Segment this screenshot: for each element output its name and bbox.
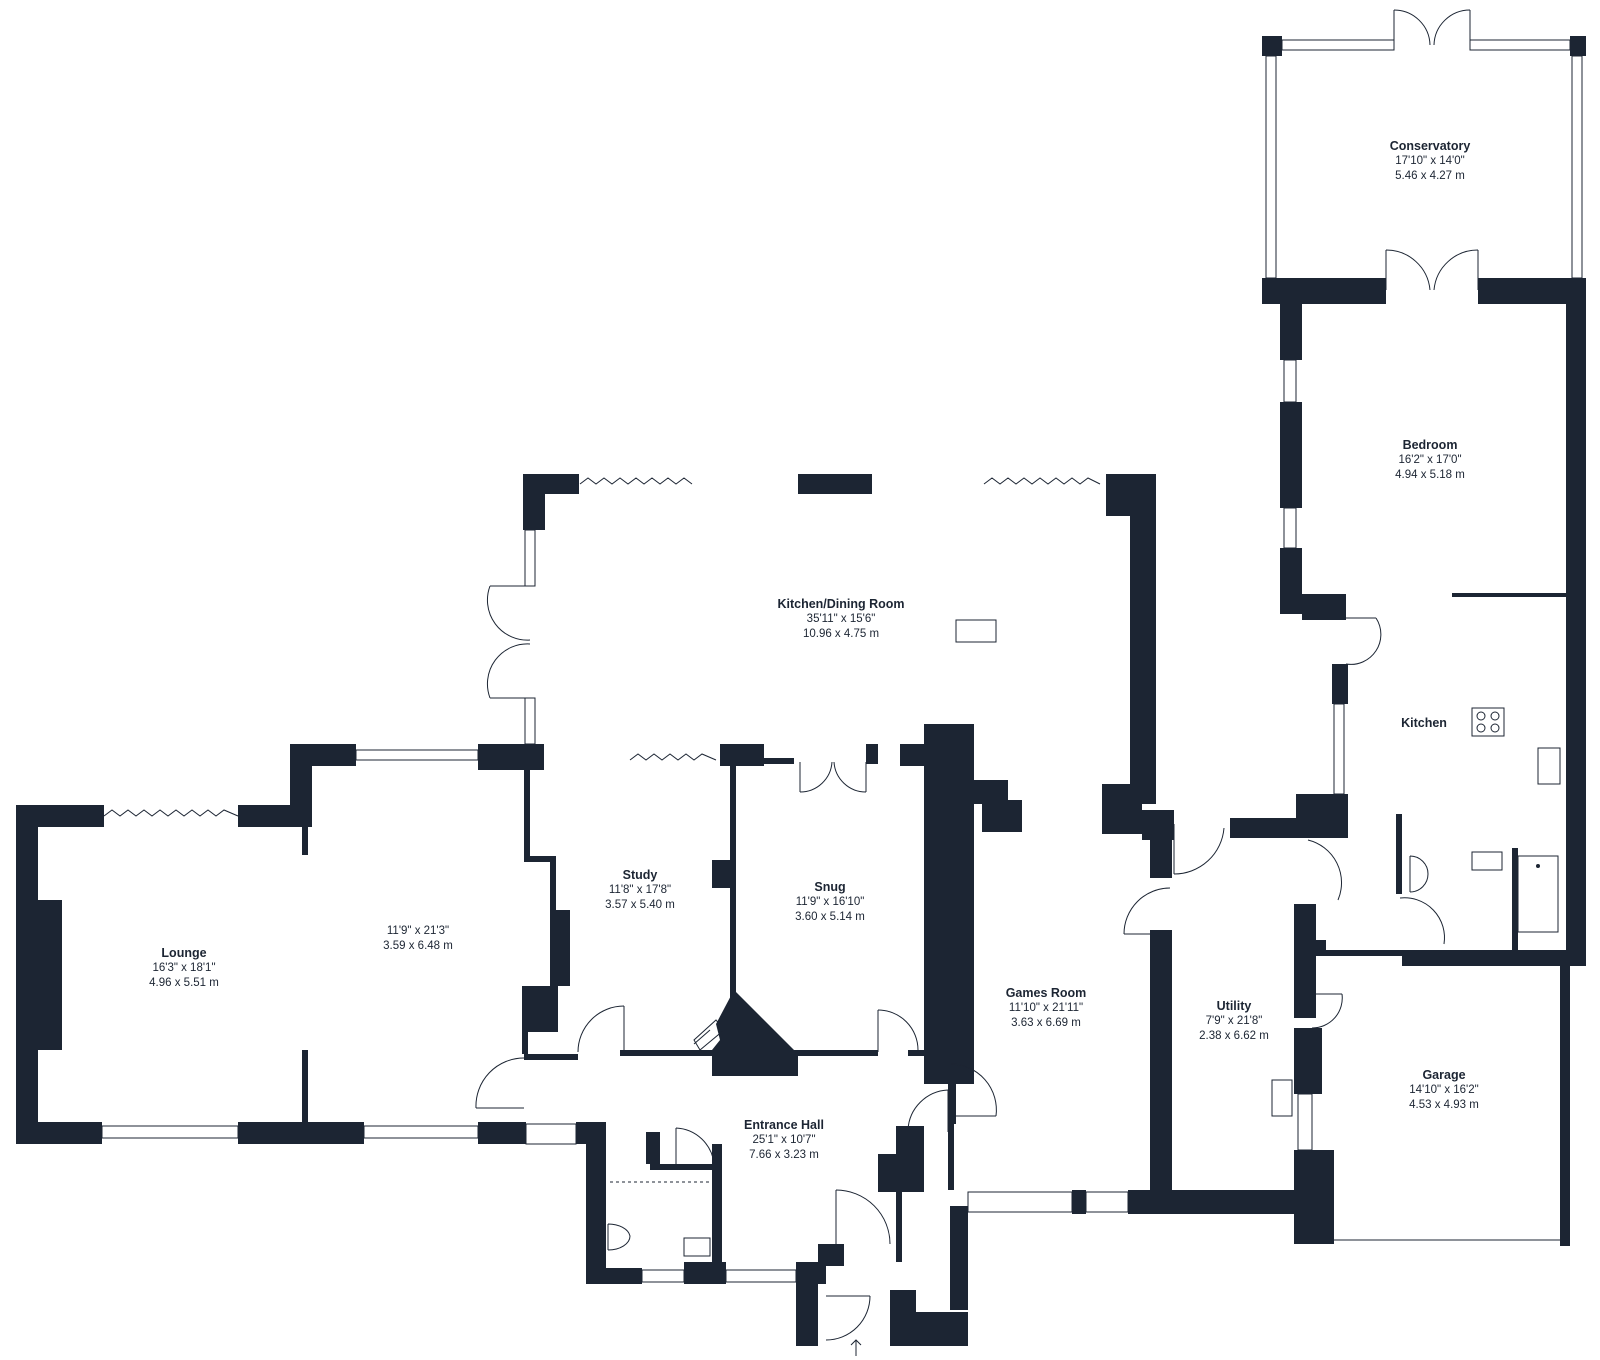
room-imperial: 16'2" x 17'0" — [1398, 454, 1462, 466]
hob-icon — [1471, 707, 1505, 737]
study-walls — [522, 744, 764, 1066]
room-label-utility: Utility 7'9" x 21'8" 2.38 x 6.62 m — [1199, 999, 1269, 1044]
room-imperial: 35'11" x 15'6" — [806, 613, 876, 625]
room-metric: 3.57 x 5.40 m — [605, 899, 675, 911]
entrance-hall-doors — [475, 1057, 949, 1341]
room-name: Kitchen/Dining Room — [777, 597, 905, 611]
room-name: Study — [622, 868, 658, 882]
utility-doors — [1311, 993, 1343, 1029]
room-name: Kitchen — [1401, 716, 1447, 730]
room-label-conservatory: Conservatory 17'10" x 14'0" 5.46 x 4.27 … — [1390, 139, 1471, 184]
room-imperial: 7'9" x 21'8" — [1205, 1015, 1263, 1027]
kitchen-dining-doors — [486, 585, 531, 699]
room-name: Utility — [1216, 999, 1252, 1013]
room-metric: 7.66 x 3.23 m — [749, 1149, 819, 1161]
room-label-garage: Garage 14'10" x 16'2" 4.53 x 4.93 m — [1409, 1068, 1479, 1113]
room-imperial: 11'10" x 21'11" — [1008, 1002, 1084, 1014]
utility-walls — [1294, 904, 1334, 1244]
room-label-lounge: Lounge 16'3" x 18'1" 4.96 x 5.51 m — [149, 946, 219, 991]
room-name: Games Room — [1005, 986, 1087, 1000]
bifold-doors — [103, 477, 1101, 817]
room-name: Entrance Hall — [744, 1118, 824, 1132]
room-metric: 5.46 x 4.27 m — [1395, 170, 1465, 182]
bedroom-kitchen-doors — [1307, 617, 1445, 945]
study-door — [577, 1005, 625, 1053]
entrance-arrow-icon — [850, 1339, 862, 1356]
garage-walls — [1316, 950, 1570, 1246]
conservatory-doors — [1385, 9, 1479, 291]
room-metric: 3.60 x 5.14 m — [795, 911, 865, 923]
room-label-bedroom: Bedroom 16'2" x 17'0" 4.94 x 5.18 m — [1395, 438, 1465, 483]
room-label-lounge-extension: 11'9" x 21'3" 3.59 x 6.48 m — [383, 924, 453, 954]
room-imperial: 14'10" x 16'2" — [1409, 1084, 1479, 1096]
snug-walls — [712, 724, 1022, 1084]
shower-icon — [1517, 855, 1559, 933]
toilet-icon — [607, 855, 1429, 1251]
room-imperial: 16'3" x 18'1" — [152, 962, 216, 974]
games-room-walls — [948, 930, 1318, 1214]
room-label-entrance-hall: Entrance Hall 25'1" x 10'7" 7.66 x 3.23 … — [744, 1118, 824, 1163]
room-metric: 3.59 x 6.48 m — [383, 940, 453, 952]
room-metric: 4.53 x 4.93 m — [1409, 1099, 1479, 1111]
games-room-doors — [949, 824, 1225, 1117]
room-name: Bedroom — [1402, 438, 1458, 452]
room-name: Conservatory — [1389, 139, 1471, 153]
sink-icon — [683, 619, 1561, 1257]
room-label-kitchen-dining: Kitchen/Dining Room 35'11" x 15'6" 10.96… — [777, 597, 904, 642]
room-imperial: 11'9" x 16'10" — [795, 896, 865, 908]
lounge-walls — [16, 744, 544, 1144]
room-metric: 4.96 x 5.51 m — [149, 977, 219, 989]
room-metric: 2.38 x 6.62 m — [1199, 1030, 1269, 1042]
room-label-kitchen: Kitchen — [1401, 716, 1447, 731]
room-metric: 3.63 x 6.69 m — [1011, 1017, 1081, 1029]
kitchen-dining-walls — [523, 474, 1174, 878]
entrance-hall-walls — [524, 1054, 968, 1346]
room-label-study: Study 11'8" x 17'8" 3.57 x 5.40 m — [605, 868, 675, 913]
room-imperial: 17'10" x 14'0" — [1395, 155, 1465, 167]
room-label-snug: Snug 11'9" x 16'10" 3.60 x 5.14 m — [795, 880, 865, 925]
room-name: Lounge — [161, 946, 207, 960]
bedroom-kitchen-walls — [1230, 304, 1586, 966]
room-name: Garage — [1422, 1068, 1466, 1082]
room-metric: 10.96 x 4.75 m — [802, 628, 880, 640]
snug-doors — [693, 761, 919, 1052]
room-label-games-room: Games Room 11'10" x 21'11" 3.63 x 6.69 m — [1006, 986, 1087, 1031]
room-name: Snug — [814, 880, 846, 894]
room-metric: 4.94 x 5.18 m — [1395, 469, 1465, 481]
conservatory-walls — [1262, 36, 1586, 304]
room-imperial: 25'1" x 10'7" — [752, 1134, 816, 1146]
room-imperial: 11'9" x 21'3" — [386, 925, 450, 937]
room-imperial: 11'8" x 17'8" — [608, 884, 672, 896]
